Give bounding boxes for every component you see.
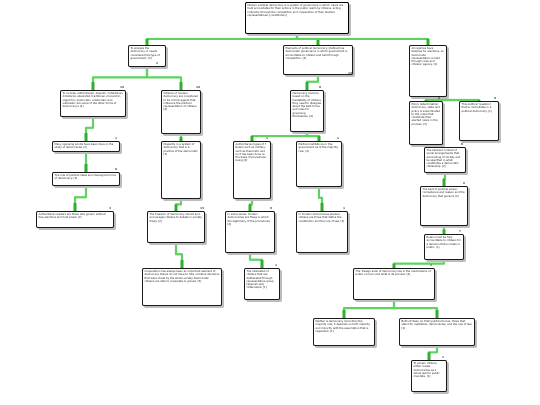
argument-node[interactable]: Authoritarian leaders are those who gove… bbox=[36, 211, 114, 228]
argument-node[interactable]: Democracy must be based on the treatabil… bbox=[290, 90, 324, 132]
argument-node[interactable]: Neither is democracy more than the major… bbox=[313, 318, 375, 346]
tree-edge bbox=[342, 300, 396, 318]
argument-node[interactable]: In modern democracies elected citizens a… bbox=[296, 211, 348, 253]
vote-count: 10 bbox=[120, 85, 125, 89]
argument-node[interactable]: To include, authoritarian, despotic, tot… bbox=[60, 90, 126, 117]
argument-node[interactable]: The best of political power, competence … bbox=[420, 186, 468, 226]
tree-edge bbox=[295, 34, 320, 45]
argument-node[interactable]: Citizens of modern democracy are conside… bbox=[161, 90, 201, 134]
tree-edge bbox=[174, 243, 184, 268]
tree-edge bbox=[84, 117, 95, 141]
vote-count: 4 bbox=[109, 206, 112, 210]
argument-node[interactable]: Rulers must be fully accountable to citi… bbox=[424, 234, 464, 260]
argument-node[interactable]: This political 'question' that is contro… bbox=[459, 101, 499, 141]
tree-edge bbox=[248, 253, 264, 268]
tree-edge bbox=[145, 67, 183, 90]
vote-count: 8 bbox=[461, 142, 464, 146]
argument-node[interactable]: Cooperation has always been an important… bbox=[142, 268, 222, 306]
vote-count: 15 bbox=[200, 206, 205, 210]
argument-node[interactable]: Both of these (or that) political forces… bbox=[399, 318, 475, 346]
vote-count: 15 bbox=[348, 71, 353, 75]
argument-node[interactable]: To govern citizens either create democra… bbox=[411, 360, 447, 392]
tree-edge bbox=[392, 300, 439, 318]
vote-count: 8 bbox=[270, 206, 273, 210]
argument-node[interactable]: All regimes have features for elections,… bbox=[409, 45, 447, 97]
vote-count: 1 bbox=[275, 263, 278, 267]
argument-node[interactable]: To analyze the democracy, it needs consi… bbox=[128, 45, 166, 67]
tree-edge bbox=[305, 75, 320, 90]
vote-count: 1 bbox=[266, 136, 269, 140]
vote-count: 8 bbox=[319, 85, 322, 89]
tree-edge bbox=[305, 132, 321, 141]
tree-edge bbox=[174, 199, 183, 211]
tree-edge bbox=[427, 346, 439, 360]
vote-count: 1 bbox=[343, 206, 346, 210]
vote-count: 1 bbox=[337, 136, 340, 140]
argument-node[interactable]: The role of political ideas and ideologi… bbox=[52, 172, 120, 186]
argument-node[interactable]: Policy determination: democracy, state a… bbox=[409, 101, 443, 145]
vote-count: 8 bbox=[438, 96, 441, 100]
vote-count: 2 bbox=[156, 61, 159, 65]
argument-node[interactable]: Authoritarian types of ? Rulers such as … bbox=[233, 141, 271, 199]
argument-node[interactable]: The 'Design area' of democracy lies in t… bbox=[353, 268, 435, 300]
vote-count: 6 bbox=[463, 181, 466, 185]
argument-node[interactable]: In some sense, modern democracies are th… bbox=[225, 211, 275, 253]
root-claim-node[interactable]: Modern political democracy is a system o… bbox=[245, 2, 349, 34]
tree-edge bbox=[392, 260, 446, 268]
tree-edge bbox=[295, 34, 430, 45]
tree-edge bbox=[250, 132, 309, 141]
argument-node[interactable]: Disparity in a system of democracy that … bbox=[161, 141, 201, 199]
tree-edge bbox=[145, 34, 299, 45]
tree-edge bbox=[73, 186, 88, 211]
argument-node[interactable]: The interested of citizens that are deli… bbox=[244, 268, 280, 300]
vote-count: 7 bbox=[459, 229, 462, 233]
tree-edge bbox=[442, 173, 447, 186]
argument-node[interactable]: The abstract content of social arrangeme… bbox=[424, 147, 466, 173]
vote-count: 1 bbox=[442, 355, 445, 359]
vote-count: 10 bbox=[196, 85, 201, 89]
argument-node[interactable]: Many opposing points have been done or t… bbox=[52, 141, 120, 152]
argument-node[interactable]: Elements of political democracy: [define… bbox=[283, 45, 353, 75]
vote-count: 8 bbox=[494, 96, 497, 100]
tree-edge bbox=[248, 199, 254, 211]
vote-count: 8 bbox=[115, 167, 118, 171]
vote-count: 1 bbox=[115, 136, 118, 140]
tree-edge bbox=[317, 187, 324, 211]
argument-node[interactable]: The freedom of democracy should and enco… bbox=[147, 211, 205, 243]
argument-node[interactable]: Political institutions or the government… bbox=[296, 141, 342, 187]
vote-count: 2 bbox=[430, 263, 433, 267]
